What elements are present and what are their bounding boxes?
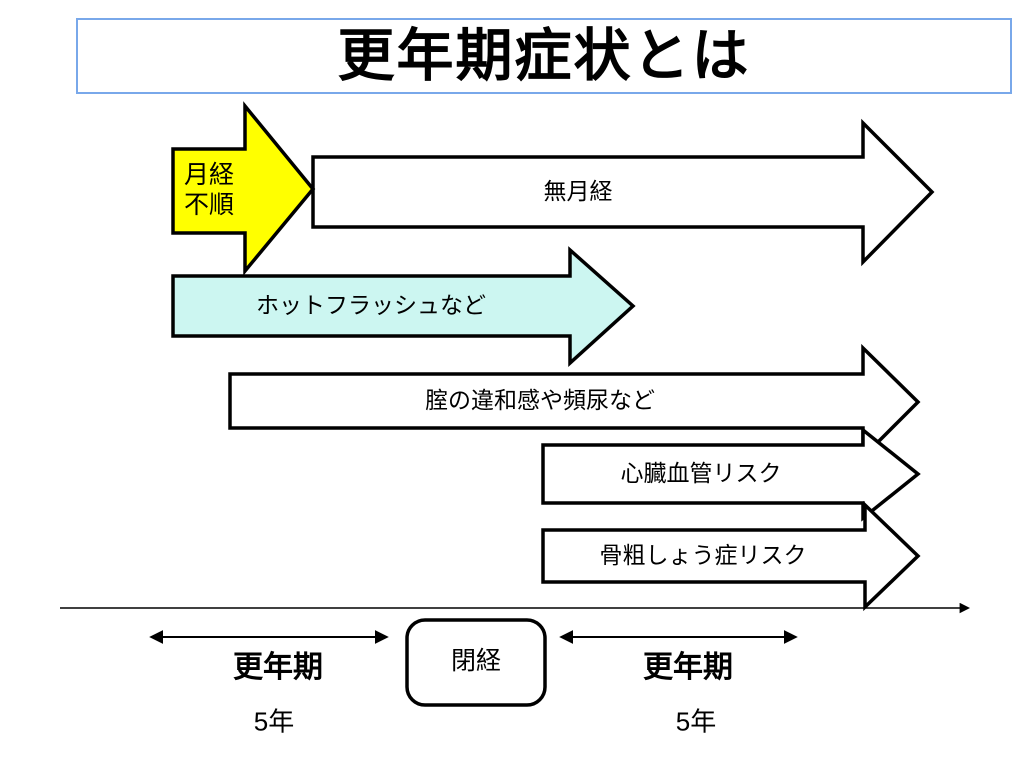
arrow-cardiovascular-risk <box>541 426 921 522</box>
page-title: 更年期症状とは <box>337 23 751 88</box>
amenorrhea-label: 無月経 <box>543 178 613 205</box>
vaginal-discomfort-label: 腟の違和感や頻尿など <box>425 387 655 414</box>
arrow-vaginal-discomfort <box>228 343 921 462</box>
title-box: 更年期症状とは <box>76 18 1012 94</box>
right-period-label: 更年期 <box>643 651 733 684</box>
hot-flash-label: ホットフラッシュなど <box>256 292 486 319</box>
menopause-box <box>405 618 547 707</box>
menstrual-irregularity-line2: 不順 <box>183 191 235 219</box>
menopause-box-label: 閉経 <box>450 647 502 675</box>
right-period-duration: 5年 <box>675 706 717 737</box>
left-period-duration: 5年 <box>253 706 295 737</box>
osteoporosis-risk-label: 骨粗しょう症リスク <box>599 542 807 569</box>
arrow-menstrual-irregularity <box>171 101 316 276</box>
left-period-label: 更年期 <box>233 651 323 684</box>
menstrual-irregularity-label: 月経 不順 <box>184 160 234 220</box>
arrow-osteoporosis-risk <box>541 500 921 612</box>
menstrual-irregularity-line1: 月経 <box>183 161 235 189</box>
cardiovascular-risk-label: 心臓血管リスク <box>620 460 782 487</box>
arrow-hot-flash <box>171 246 636 367</box>
arrow-amenorrhea <box>311 118 935 267</box>
